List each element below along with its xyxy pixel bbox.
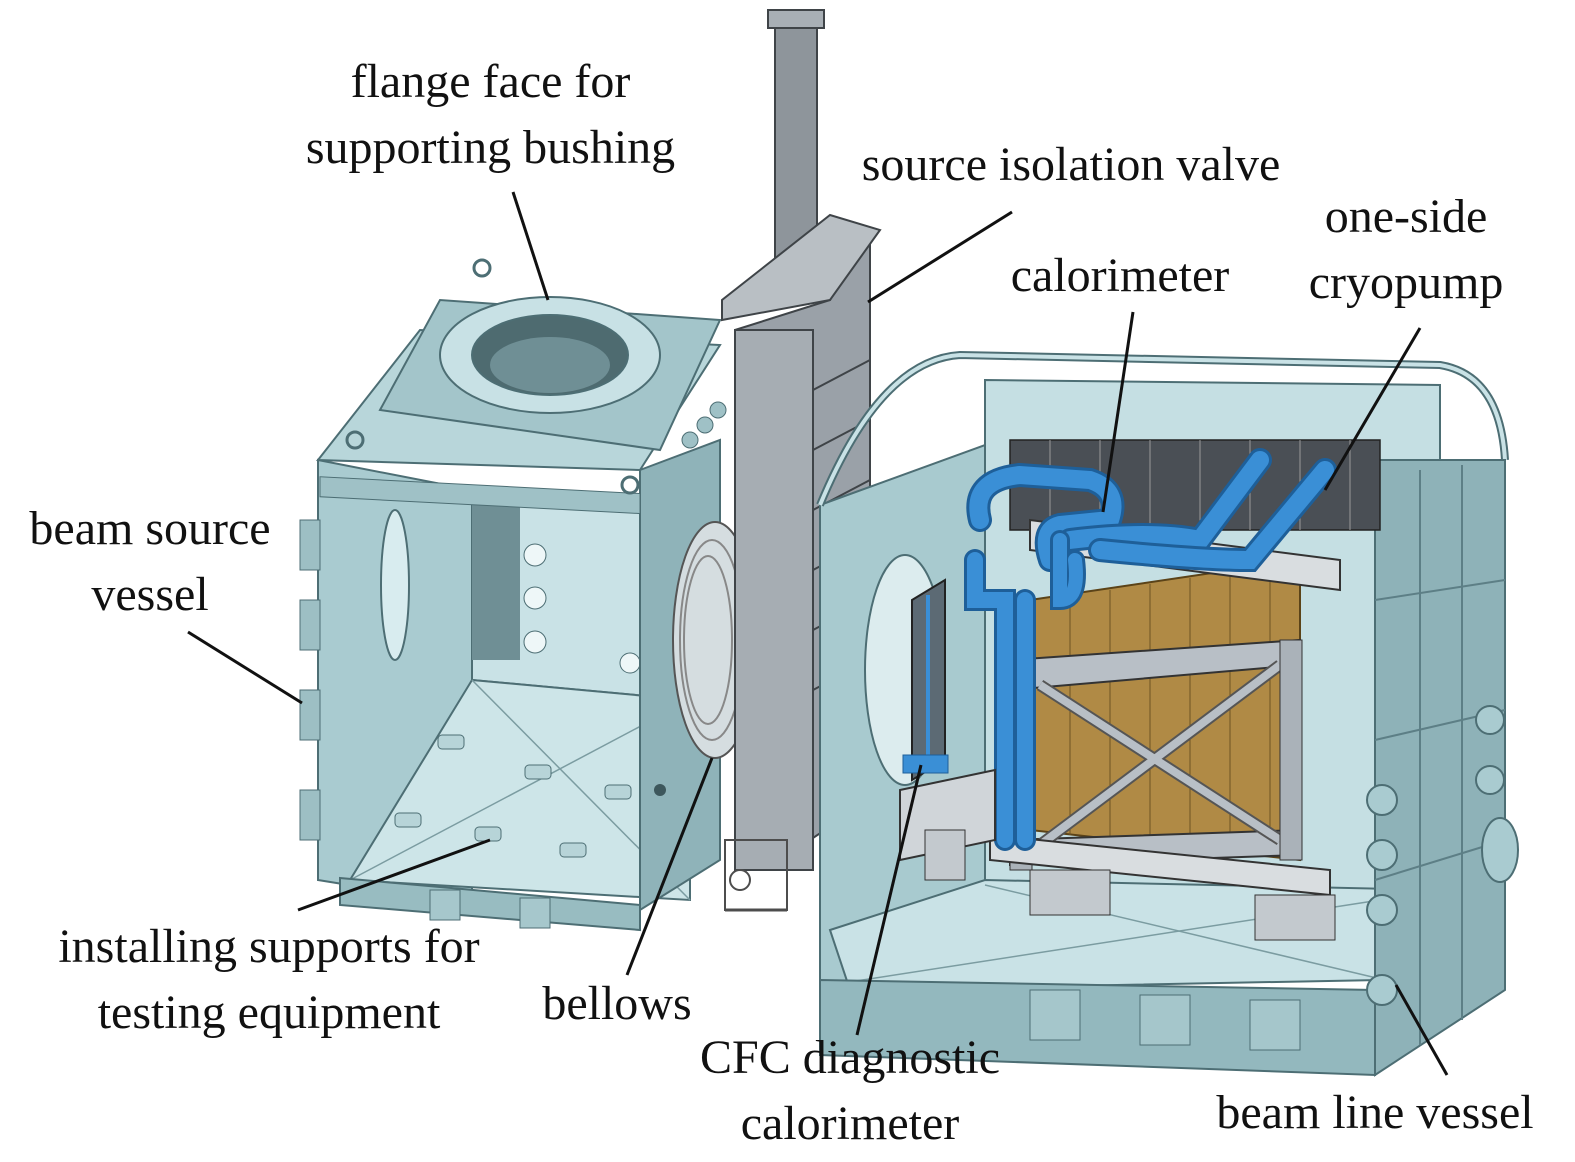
label-cryopump-line1: one-side xyxy=(1324,190,1488,243)
leader-beamline xyxy=(1394,984,1449,1076)
leader-calorimeter xyxy=(1101,311,1135,513)
beam-source-vessel-model xyxy=(299,258,727,932)
cfc-diagnostic-calorimeter-model xyxy=(899,578,996,881)
leader-cfc xyxy=(855,764,923,1036)
label-flange-line1: flange face for xyxy=(350,55,631,108)
leader-cryopump xyxy=(1323,327,1422,491)
leader-flange xyxy=(511,191,550,301)
label-installing-supports: installing supports for testing equipmen… xyxy=(14,914,524,1046)
label-cfc-line2: calorimeter xyxy=(740,1097,960,1150)
label-beam-source-vessel: beam source vessel xyxy=(5,496,295,628)
label-cfc-diagnostic-calorimeter: CFC diagnostic calorimeter xyxy=(665,1025,1035,1157)
label-flange-face: flange face for supporting bushing xyxy=(268,49,713,181)
label-source-vessel-line2: vessel xyxy=(91,568,209,621)
beam-line-vessel-model xyxy=(816,350,1519,1077)
label-flange-line2: supporting bushing xyxy=(305,121,676,174)
label-beam-line-vessel: beam line vessel xyxy=(1185,1080,1565,1146)
leader-valve xyxy=(867,210,1013,304)
label-valve-line1: source isolation valve xyxy=(861,138,1281,191)
label-source-vessel-line1: beam source xyxy=(29,502,271,555)
label-calorimeter-line1: calorimeter xyxy=(1010,249,1230,302)
cooling-pipes xyxy=(964,448,1337,851)
leader-bellows xyxy=(625,757,714,976)
label-supports-line2: testing equipment xyxy=(97,986,441,1039)
leader-supports xyxy=(297,838,491,912)
label-cfc-line1: CFC diagnostic xyxy=(699,1031,1001,1084)
leader-lines xyxy=(187,191,1449,1076)
label-source-isolation-valve: source isolation valve xyxy=(826,132,1316,198)
label-cryopump-line2: cryopump xyxy=(1308,256,1504,309)
label-beamline-line1: beam line vessel xyxy=(1216,1086,1534,1139)
label-supports-line1: installing supports for xyxy=(58,920,480,973)
label-bellows: bellows xyxy=(522,971,712,1037)
label-calorimeter: calorimeter xyxy=(985,243,1255,309)
label-bellows-line1: bellows xyxy=(542,977,692,1030)
leader-source-vessel xyxy=(187,630,303,705)
label-one-side-cryopump: one-side cryopump xyxy=(1286,184,1526,316)
